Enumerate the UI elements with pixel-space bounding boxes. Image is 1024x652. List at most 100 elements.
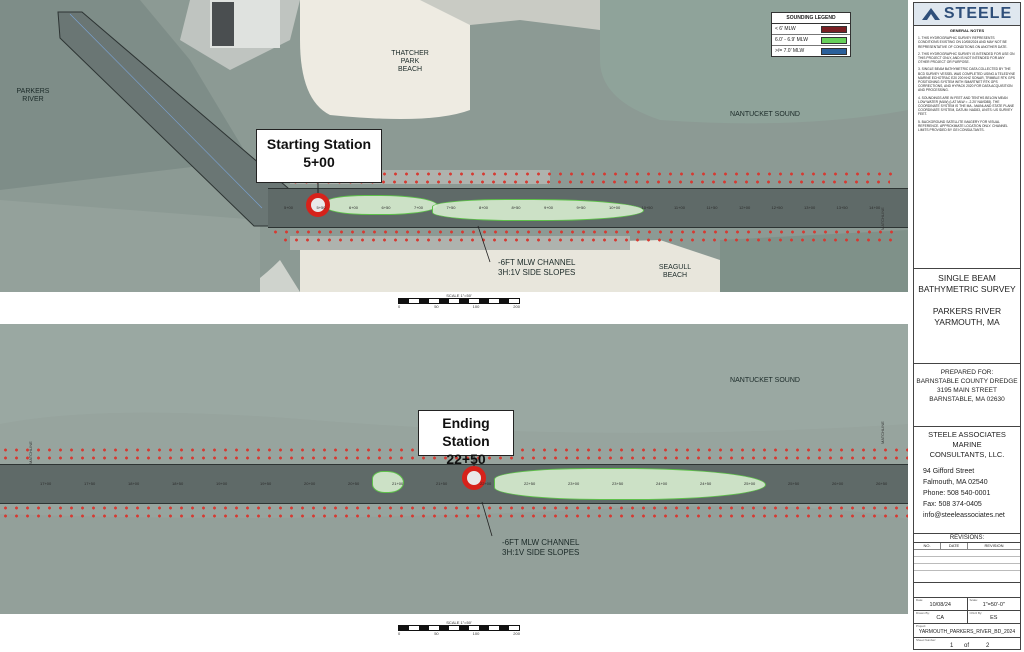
sounding-dots-top-north-2 bbox=[290, 178, 890, 186]
map-panel-bottom: Ending Station 22+50 NANTUCKET SOUND -6F… bbox=[0, 324, 908, 614]
note-1: 1. THIS HYDROGRAPHIC SURVEY REPRESENTS C… bbox=[918, 36, 1008, 49]
station-label: 6+00 bbox=[349, 205, 359, 210]
station-label: 20+50 bbox=[348, 481, 360, 486]
drawing-scale: 1"=50'-0" bbox=[982, 602, 1005, 608]
label-channel-top: -6FT MLW CHANNEL 3H:1V SIDE SLOPES bbox=[498, 258, 576, 277]
station-label: 19+50 bbox=[260, 481, 272, 486]
station-label: 23+00 bbox=[568, 481, 580, 486]
scale-title-top: SCALE 1"=50' bbox=[446, 293, 472, 298]
note-3: 3. SINGLE BEAM BATHYMETRIC DATA COLLECTE… bbox=[918, 67, 1016, 93]
legend-swatch-mid bbox=[821, 36, 847, 44]
sheet-number: Sheet Number: 1 of 2 bbox=[916, 638, 990, 649]
match-line-bottom-right: MATCHLINE bbox=[880, 421, 885, 444]
station-label: 10+50 bbox=[641, 205, 653, 210]
station-label: 9+00 bbox=[544, 205, 554, 210]
end-station-marker bbox=[462, 466, 486, 490]
label-parkers-river: PARKERS RIVER bbox=[16, 88, 50, 103]
meta-row-2: Drawn By:CA Chk'd By:ES bbox=[914, 611, 1020, 624]
station-label: 19+00 bbox=[216, 481, 228, 486]
shoal-area-bottom-2 bbox=[494, 468, 766, 500]
station-label: 21+50 bbox=[436, 481, 448, 486]
legend-row-mid: 6.0' - 6.9' MLW bbox=[772, 35, 850, 46]
drawn-by: CA bbox=[936, 615, 945, 621]
station-label: 5+50 bbox=[316, 205, 326, 210]
leader-lines-top bbox=[317, 183, 491, 263]
label-thatcher-park-beach: THATCHER PARK BEACH bbox=[391, 50, 429, 73]
shoal-area-bottom-1 bbox=[372, 471, 404, 493]
station-label: 20+00 bbox=[304, 481, 316, 486]
company-street: 94 Gifford Street bbox=[923, 468, 975, 475]
company-city: Falmouth, MA 02540 bbox=[923, 479, 988, 486]
match-line-top: MATCHLINE bbox=[880, 207, 885, 230]
note-2: 2. THIS HYDROGRAPHIC SURVEY IS INTENDED … bbox=[918, 51, 1015, 65]
station-label: 6+50 bbox=[381, 205, 391, 210]
station-label: 22+50 bbox=[524, 481, 536, 486]
station-label: 7+50 bbox=[446, 205, 456, 210]
station-label: 26+50 bbox=[876, 481, 888, 486]
general-notes: GENERAL NOTES 1. THIS HYDROGRAPHIC SURVE… bbox=[914, 26, 1020, 269]
start-station-marker bbox=[306, 193, 330, 217]
station-label: 17+00 bbox=[40, 481, 52, 486]
company-name-2: CONSULTANTS, LLC. bbox=[929, 450, 1005, 459]
map-panel-top: Starting Station 5+00 PARKERS RIVER THAT… bbox=[0, 0, 908, 292]
station-label: 9+50 bbox=[576, 205, 586, 210]
title-block: STEELE GENERAL NOTES 1. THIS HYDROGRAPHI… bbox=[913, 2, 1021, 650]
steele-logo-icon bbox=[921, 8, 940, 20]
revisions-header: NO. DATE REVISION bbox=[914, 543, 1020, 550]
note-4: 4. SOUNDINGS ARE IN FEET AND TENTHS BELO… bbox=[918, 95, 1015, 117]
checked-by: ES bbox=[990, 615, 998, 621]
station-label: 24+50 bbox=[700, 481, 712, 486]
company-phone: Phone: 508 540-0001 bbox=[923, 490, 991, 497]
company-info: STEELE ASSOCIATES MARINE CONSULTANTS, LL… bbox=[914, 427, 1020, 534]
shoal-area-top-2 bbox=[432, 199, 644, 221]
company-name-1: STEELE ASSOCIATES MARINE bbox=[928, 430, 1006, 449]
general-notes-title: GENERAL NOTES bbox=[949, 28, 985, 33]
survey-title: SINGLE BEAM BATHYMETRIC SURVEY PARKERS R… bbox=[914, 269, 1020, 364]
sounding-dots-top-north bbox=[280, 170, 900, 178]
revision-row bbox=[914, 564, 1020, 571]
label-nantucket-sound-bottom: NANTUCKET SOUND bbox=[730, 377, 800, 384]
station-label: 18+00 bbox=[128, 481, 140, 486]
station-label: 14+00 bbox=[869, 205, 881, 210]
legend-row-deep: >/= 7.0' MLW bbox=[772, 46, 850, 56]
leader-lines-bottom bbox=[473, 455, 493, 537]
prepared-for: PREPARED FOR: BARNSTABLE COUNTY DREDGE 3… bbox=[914, 364, 1020, 427]
station-label: 5+00 bbox=[284, 205, 294, 210]
sounding-dots-top-south bbox=[270, 228, 900, 236]
station-label: 23+50 bbox=[612, 481, 624, 486]
label-seagull-beach: SEAGULL BEACH bbox=[658, 264, 692, 279]
station-label: 8+00 bbox=[479, 205, 489, 210]
station-label: 21+00 bbox=[392, 481, 404, 486]
revision-row bbox=[914, 550, 1020, 557]
starting-station-title: Starting Station bbox=[266, 136, 372, 152]
drawing-date: 10/08/24 bbox=[929, 602, 951, 608]
legend-swatch-shallow bbox=[821, 25, 847, 33]
label-nantucket-sound-top: NANTUCKET SOUND bbox=[730, 111, 800, 118]
station-label: 11+00 bbox=[674, 205, 685, 210]
revisions-title: REVISIONS: bbox=[914, 534, 1020, 543]
company-fax: Fax: 508 374-0405 bbox=[923, 501, 982, 508]
station-label: 24+00 bbox=[656, 481, 668, 486]
drawing-meta: Date:10/08/24 Scale:1"=50'-0" Drawn By:C… bbox=[914, 598, 1020, 624]
station-label: 26+00 bbox=[832, 481, 844, 486]
station-label: 8+50 bbox=[511, 205, 521, 210]
sounding-dots-bottom-north-2 bbox=[0, 454, 908, 462]
sounding-dots-bottom-south bbox=[0, 504, 908, 512]
station-label: 11+50 bbox=[706, 205, 718, 210]
scale-bar-graphic-top bbox=[398, 298, 520, 304]
company-logo: STEELE bbox=[914, 3, 1020, 26]
station-label: 7+00 bbox=[414, 205, 424, 210]
starting-station-value: 5+00 bbox=[303, 154, 335, 170]
sounding-dots-bottom-south-2 bbox=[0, 512, 908, 520]
revision-row bbox=[914, 557, 1020, 564]
title-block-spacer bbox=[914, 583, 1020, 598]
company-email[interactable]: info@steeleassociates.net bbox=[923, 512, 1005, 519]
station-label: 25+00 bbox=[744, 481, 756, 486]
label-channel-bottom: -6FT MLW CHANNEL 3H:1V SIDE SLOPES bbox=[502, 538, 580, 557]
scale-title-bottom: SCALE 1"=50' bbox=[446, 620, 472, 625]
legend-row-shallow: < 6' MLW bbox=[772, 24, 850, 35]
